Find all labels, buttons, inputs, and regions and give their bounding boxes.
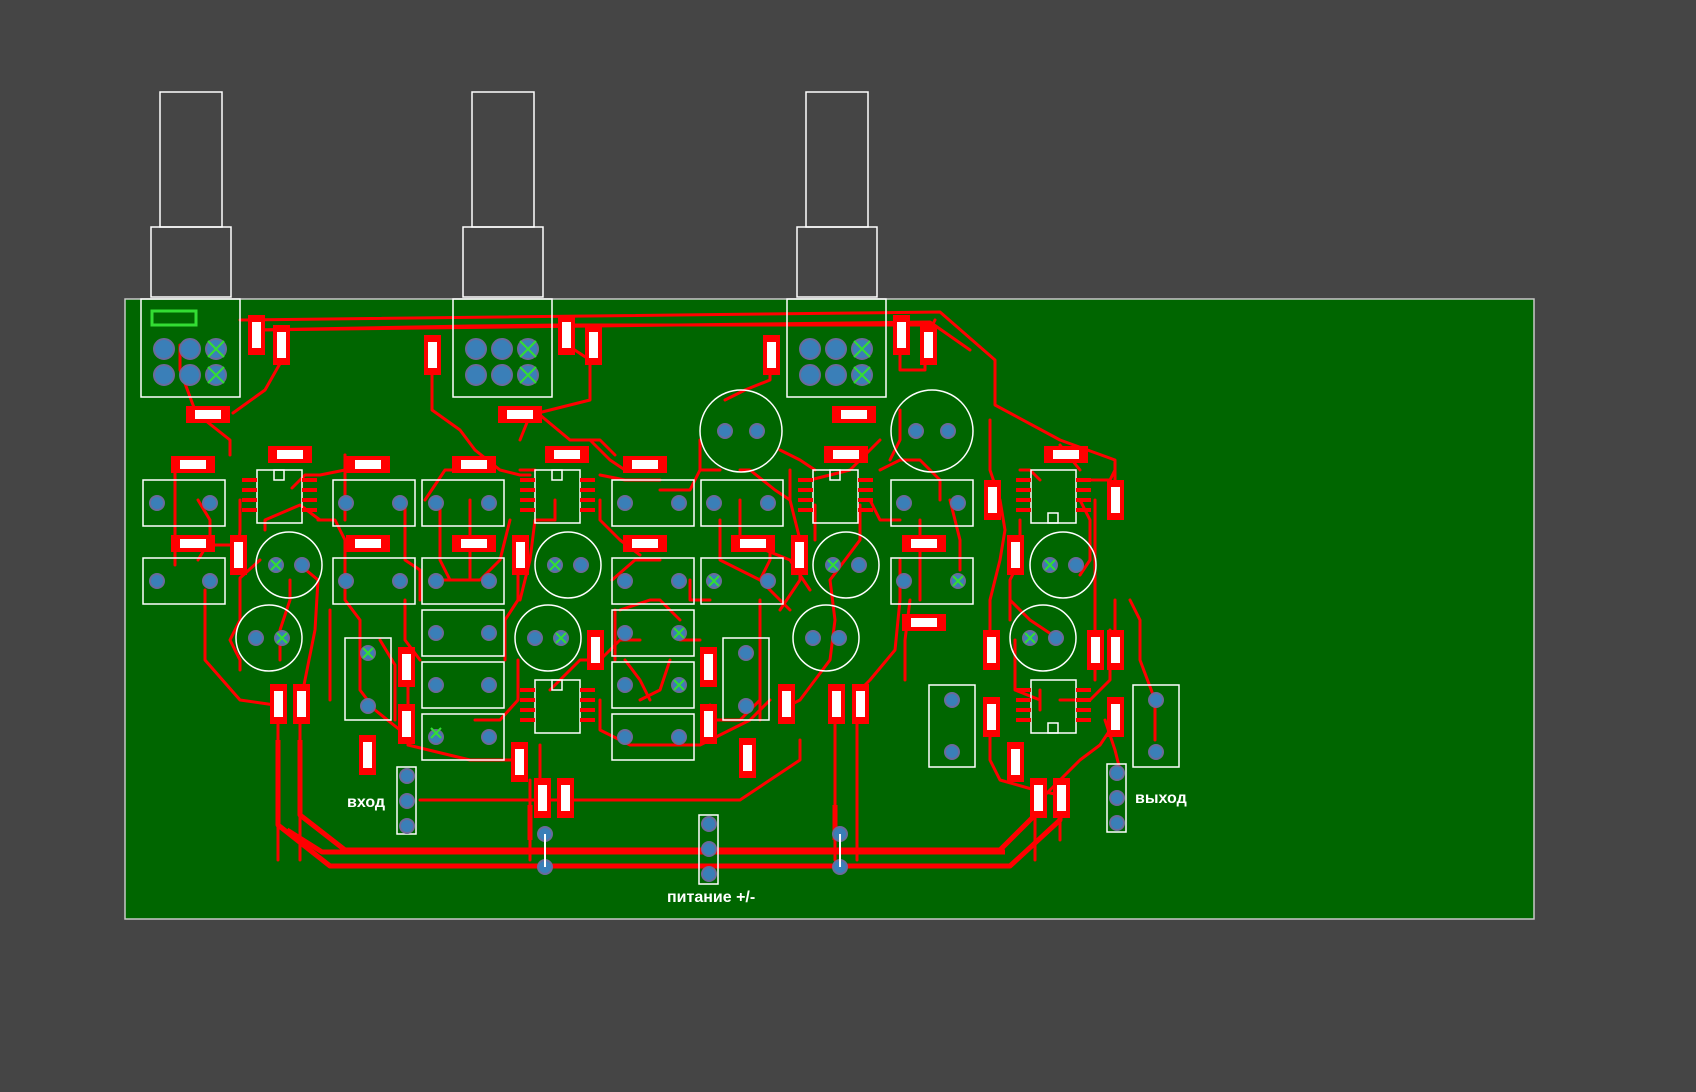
input-label: вход — [347, 794, 385, 811]
pcb-board[interactable] — [124, 298, 1535, 920]
pot-3[interactable] — [796, 91, 878, 298]
smd-pads — [171, 315, 1124, 818]
pot-2[interactable] — [462, 91, 544, 298]
pot-3-shaft — [805, 91, 869, 228]
output-connector-outline — [1106, 763, 1127, 833]
power-connector-outline — [698, 814, 719, 885]
pot-1[interactable] — [150, 91, 232, 298]
selected-pad-highlight[interactable] — [150, 309, 198, 327]
input-connector-outline — [396, 766, 417, 835]
ic-pins — [242, 478, 1091, 722]
power-label: питание +/- — [667, 889, 755, 906]
ground-markers — [207, 340, 1056, 739]
pot-footprints — [140, 298, 887, 398]
pot-2-shaft — [471, 91, 535, 228]
pot-3-bushing — [796, 226, 878, 298]
silkscreen-outlines — [142, 389, 1180, 885]
pot-1-shaft — [159, 91, 223, 228]
jumpers — [544, 834, 841, 867]
output-label: выход — [1135, 790, 1187, 807]
pot-2-bushing — [462, 226, 544, 298]
pot-1-bushing — [150, 226, 232, 298]
